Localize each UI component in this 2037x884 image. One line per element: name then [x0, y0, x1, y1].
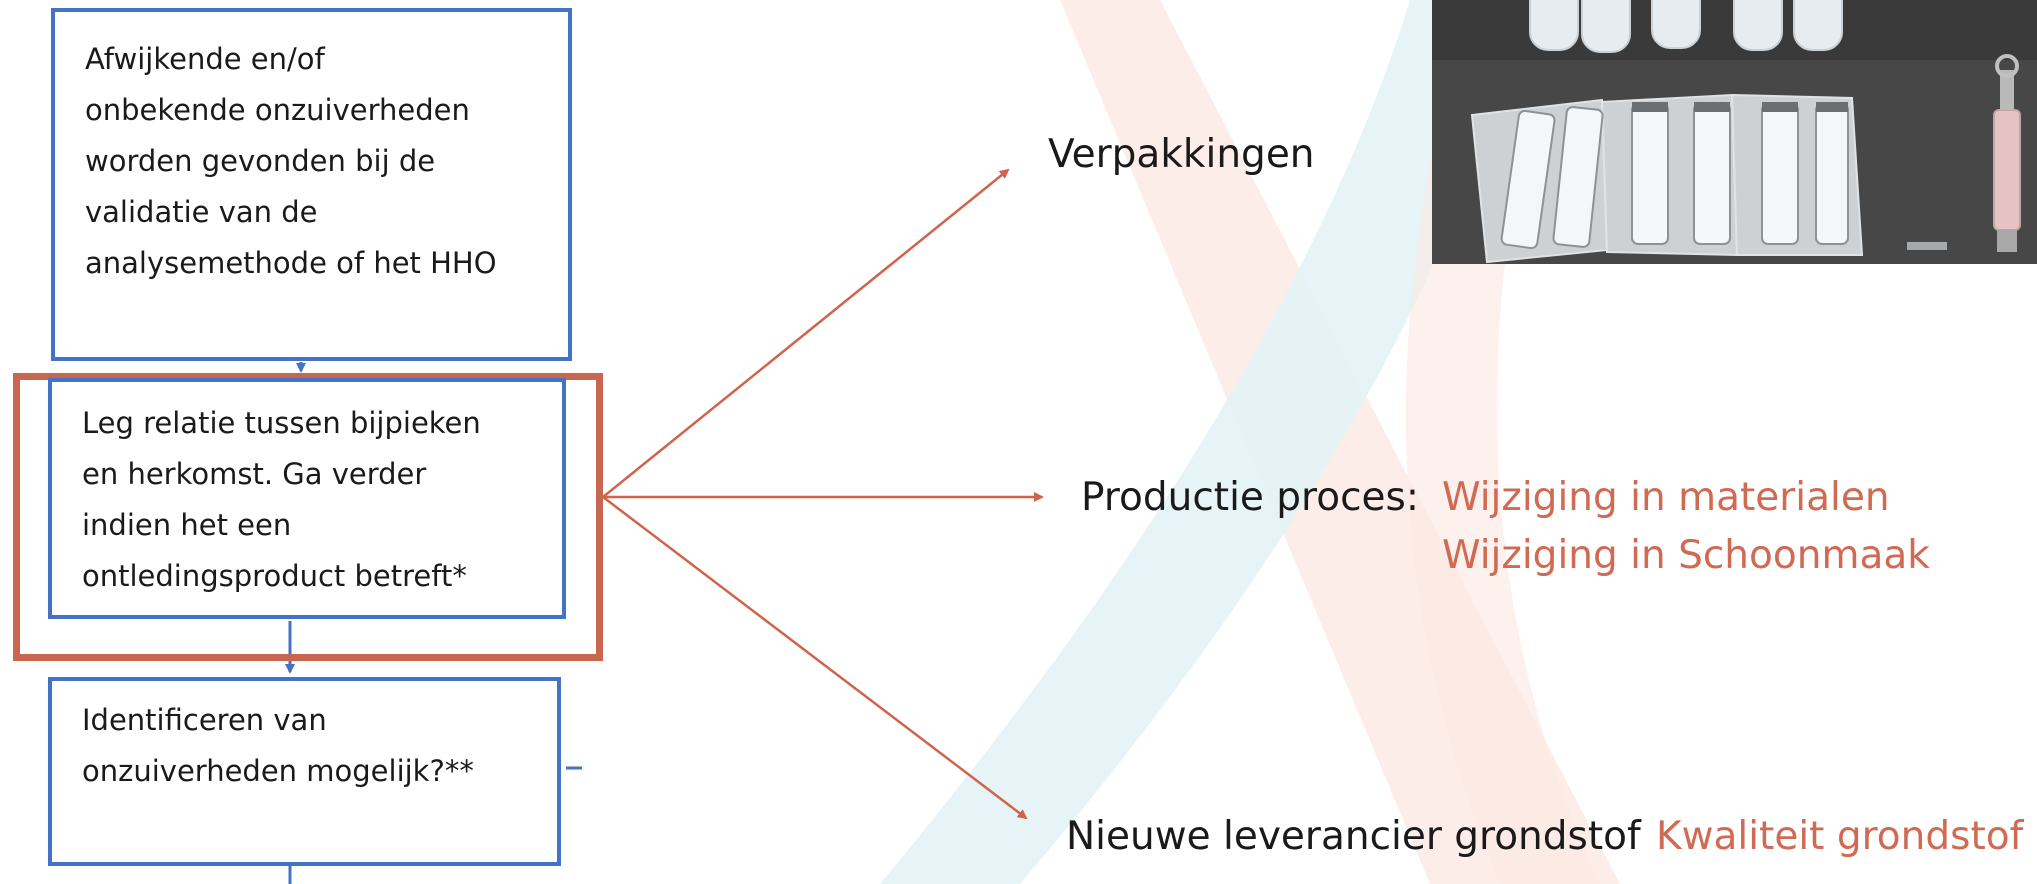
supplier-item-quality: Kwaliteit grondstof — [1656, 814, 2024, 859]
branch-process-label: Productie proces: — [1081, 475, 1419, 520]
process-item-materials: Wijziging in materialen — [1442, 475, 1890, 520]
packaging-photo-illustration — [1432, 0, 2037, 264]
branch-supplier-label: Nieuwe leverancier grondstof — [1066, 814, 1641, 859]
arrow-to-supplier — [602, 496, 1028, 820]
branch-packaging-label: Verpakkingen — [1048, 132, 1315, 177]
highlight-frame — [13, 373, 603, 661]
packaging-photo — [1432, 0, 2037, 264]
arrow-to-packaging — [602, 168, 1010, 498]
process-item-cleaning: Wijziging in Schoonmaak — [1442, 533, 1930, 578]
flow-box-deviating-impurities: Afwijkende en/of onbekende onzuiverheden… — [51, 8, 572, 361]
flow-box-identify-impurities: Identificeren van onzuiverheden mogelijk… — [48, 677, 561, 866]
flow-box-relate-peaks: Leg relatie tussen bijpieken en herkomst… — [48, 378, 566, 619]
